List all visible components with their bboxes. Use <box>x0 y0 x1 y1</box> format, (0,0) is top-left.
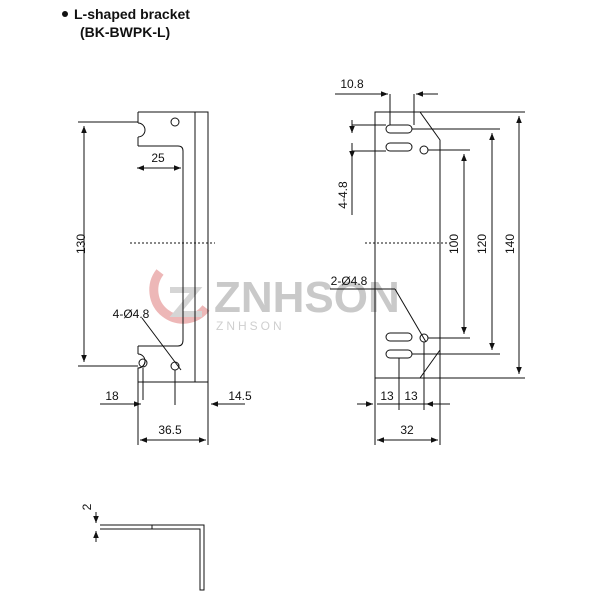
side-view <box>93 512 205 591</box>
dim-36-5-label: 36.5 <box>158 423 182 437</box>
right-view <box>330 91 525 445</box>
page-title: L-shaped bracket <box>62 5 190 23</box>
dim-2-hole-label: 2-Ø4.8 <box>331 274 368 288</box>
watermark-brand: ZNHSON <box>214 273 400 322</box>
side-bracket-profile <box>138 524 205 591</box>
title-text: L-shaped bracket <box>74 6 190 22</box>
dim-140-label: 140 <box>503 234 517 254</box>
dim-25-label: 25 <box>151 151 165 165</box>
dim-13b-label: 13 <box>404 389 418 403</box>
dim-4-hole-label: 4-Ø4.8 <box>113 307 150 321</box>
dim-120-label: 120 <box>475 234 489 254</box>
watermark: ZNHSON ZNHSON <box>149 269 400 333</box>
dim-130-label: 130 <box>74 234 88 254</box>
dim-32-label: 32 <box>400 423 414 437</box>
dim-18-label: 18 <box>105 389 119 403</box>
dim-13a-label: 13 <box>380 389 394 403</box>
watermark-brand-small: ZNHSON <box>216 319 285 333</box>
page-subtitle: (BK-BWPK-L) <box>80 24 171 40</box>
left-view <box>78 111 245 445</box>
hole-bottom-left <box>138 358 148 368</box>
dim-14-5-label: 14.5 <box>228 389 252 403</box>
left-bracket-outline <box>137 111 209 383</box>
dim-2-label: 2 <box>80 503 94 510</box>
watermark-logo-icon <box>149 269 210 324</box>
bullet-icon <box>62 11 68 18</box>
dim-10-8-label: 10.8 <box>340 77 364 91</box>
hole-top-right <box>170 117 180 127</box>
dim-100-label: 100 <box>447 234 461 254</box>
dim-4-4-8-label: 4-4.8 <box>336 181 350 209</box>
